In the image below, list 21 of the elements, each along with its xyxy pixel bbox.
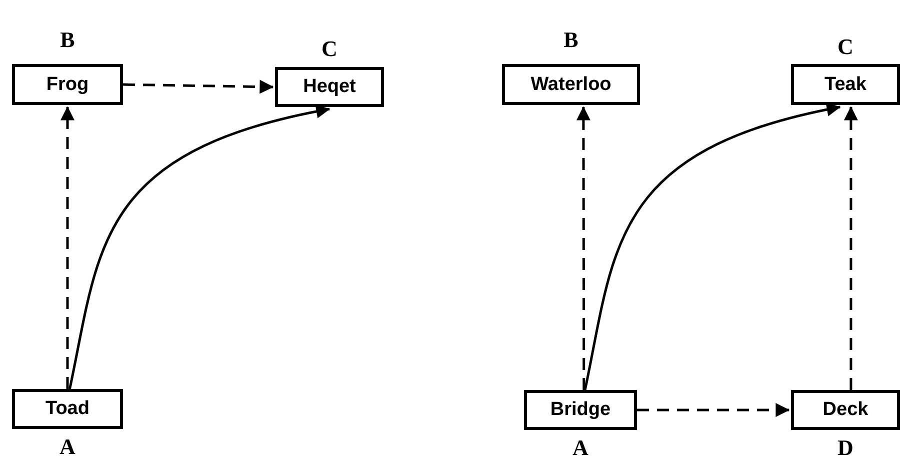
node-label: Heqet (303, 76, 356, 98)
node-letter: A (572, 435, 588, 457)
node-label: Frog (46, 74, 89, 96)
arrow (844, 106, 858, 390)
arrow (68, 104, 330, 390)
arrow (584, 103, 841, 390)
node-letter: C (838, 34, 854, 60)
node-label: Deck (822, 399, 868, 421)
arrow (60, 106, 74, 389)
node-letter: D (838, 435, 854, 457)
node-letter: C (322, 36, 338, 62)
arrow (122, 80, 274, 94)
node-label: Bridge (550, 399, 611, 421)
node-letter: A (60, 434, 76, 457)
node-letter: B (564, 27, 578, 53)
node-letter: B (60, 27, 75, 53)
arrow (576, 106, 590, 390)
arrow (637, 403, 790, 417)
node-label: Waterloo (530, 74, 612, 96)
node-label: Toad (46, 398, 90, 420)
node-label: Teak (824, 74, 866, 96)
